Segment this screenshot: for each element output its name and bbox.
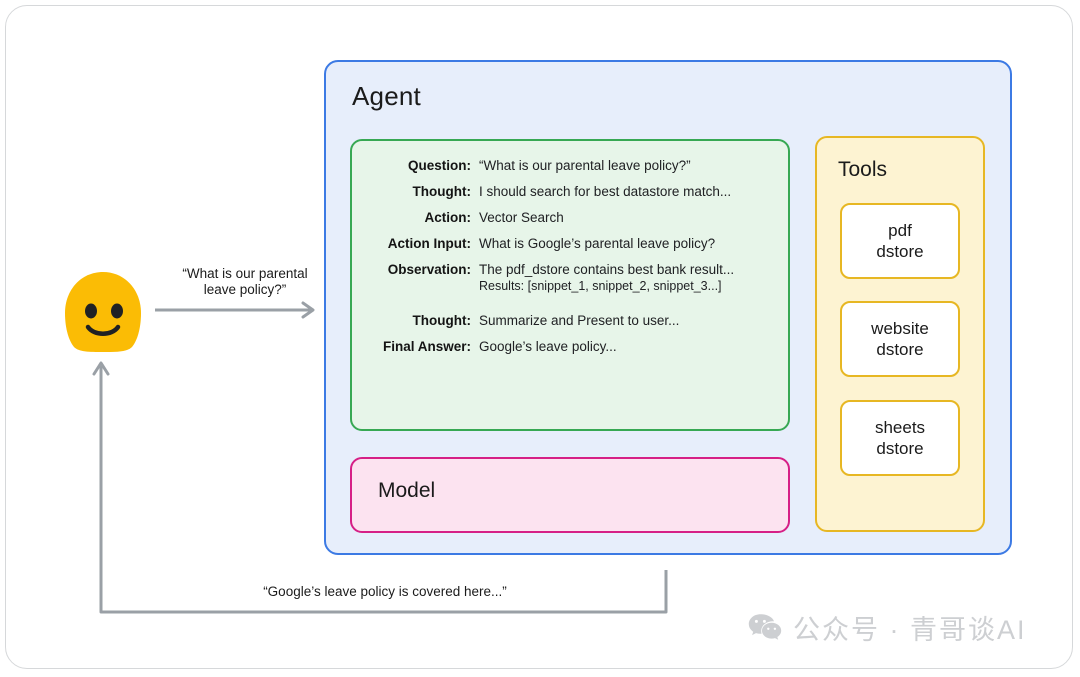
trace-row: Action: Vector Search (350, 209, 790, 226)
trace-value: Google’s leave policy... (479, 339, 617, 354)
trace-row: Action Input: What is Google’s parental … (350, 235, 790, 252)
watermark: 公众号 · 青哥谈AI (748, 608, 1027, 647)
trace-value: What is Google’s parental leave policy? (479, 236, 716, 251)
tools-title: Tools (838, 158, 888, 181)
trace-label: Thought: (412, 313, 471, 328)
agent-trace-box (350, 139, 790, 431)
trace-label: Question: (408, 158, 471, 173)
agent-title: Agent (352, 81, 421, 111)
trace-value: “What is our parental leave policy?” (479, 158, 691, 173)
trace-value: The pdf_dstore contains best bank result… (479, 261, 734, 295)
model-box (350, 457, 790, 533)
trace-label: Action: (424, 210, 472, 225)
trace-label: Observation: (387, 262, 471, 277)
tool-card-sheets-dstore[interactable]: sheets dstore (840, 400, 960, 476)
trace-row: Thought: Summarize and Present to user..… (350, 312, 790, 329)
trace-value: I should search for best datastore match… (479, 184, 732, 199)
trace-value: Summarize and Present to user... (479, 313, 680, 328)
trace-row: Observation: The pdf_dstore contains bes… (350, 261, 790, 295)
response-label: “Google’s leave policy is covered here..… (263, 584, 507, 599)
tool-card-pdf-dstore[interactable]: pdf dstore (840, 203, 960, 279)
trace-label: Final Answer: (382, 339, 471, 354)
request-label: “What is our parental leave policy?” (182, 266, 308, 297)
trace-value-sub: Results: [snippet_1, snippet_2, snippet_… (479, 279, 722, 293)
tool-card-website-dstore[interactable]: website dstore (840, 301, 960, 377)
trace-row: Final Answer: Google’s leave policy... (350, 338, 790, 355)
agent-trace-rows: Question: “What is our parental leave po… (350, 157, 790, 364)
trace-value-main: The pdf_dstore contains best bank result… (479, 262, 735, 277)
user-avatar (65, 272, 141, 352)
watermark-text: 公众号 · 青哥谈AI (793, 615, 1027, 645)
trace-label: Thought: (412, 184, 471, 199)
trace-row: Thought: I should search for best datast… (350, 183, 790, 200)
wechat-icon (748, 614, 782, 640)
model-title: Model (378, 479, 436, 502)
trace-value: Vector Search (479, 210, 564, 225)
trace-row: Question: “What is our parental leave po… (350, 157, 790, 174)
trace-label: Action Input: (387, 236, 471, 251)
